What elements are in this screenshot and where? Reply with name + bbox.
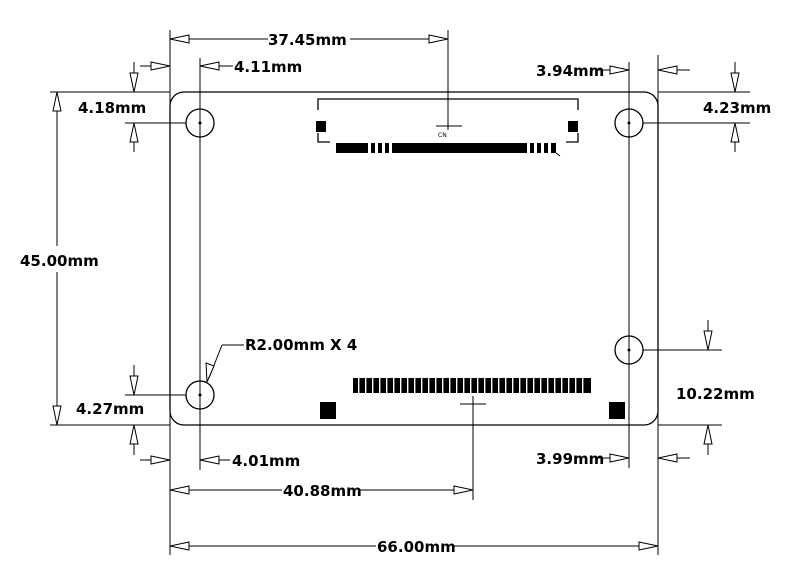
dim-label-4-01: 4.01mm [232,452,300,470]
dim-label-37-45: 37.45mm [268,31,347,49]
dim-label-3-99: 3.99mm [536,450,604,468]
dim-4-27: 4.27mm [76,365,144,455]
dim-label-4-18: 4.18mm [78,99,146,117]
dim-66-00: 66.00mm [169,538,659,556]
extension-lines [50,30,750,555]
top-connector: CN [316,98,579,157]
dim-4-23: 4.23mm [703,62,771,152]
dim-label-4-23: 4.23mm [703,99,771,117]
dim-label-10-22: 10.22mm [676,385,755,403]
dim-label-66-00: 66.00mm [377,538,456,556]
dim-3-94: 3.94mm [536,62,690,80]
dim-label-3-94: 3.94mm [536,62,604,80]
dim-10-22: 10.22mm [676,320,755,455]
dim-label-4-27: 4.27mm [76,400,144,418]
svg-text:CN: CN [438,132,447,139]
dim-45-00: 45.00mm [20,91,99,426]
dim-label-4-11: 4.11mm [234,58,302,76]
dim-label-r2-00: R2.00mm X 4 [245,336,357,354]
board-outline [169,91,659,426]
dim-label-45-00: 45.00mm [20,252,99,270]
dim-4-01: 4.01mm [140,452,300,470]
hole-radius-callout: R2.00mm X 4 [205,336,357,383]
dim-37-45: 37.45mm [169,31,449,49]
bottom-connector [320,378,625,419]
dim-label-40-88: 40.88mm [283,482,362,500]
dim-40-88: 40.88mm [169,482,474,500]
dim-4-11: 4.11mm [140,58,302,76]
dim-3-99: 3.99mm [536,450,690,468]
dim-4-18: 4.18mm [78,62,146,152]
